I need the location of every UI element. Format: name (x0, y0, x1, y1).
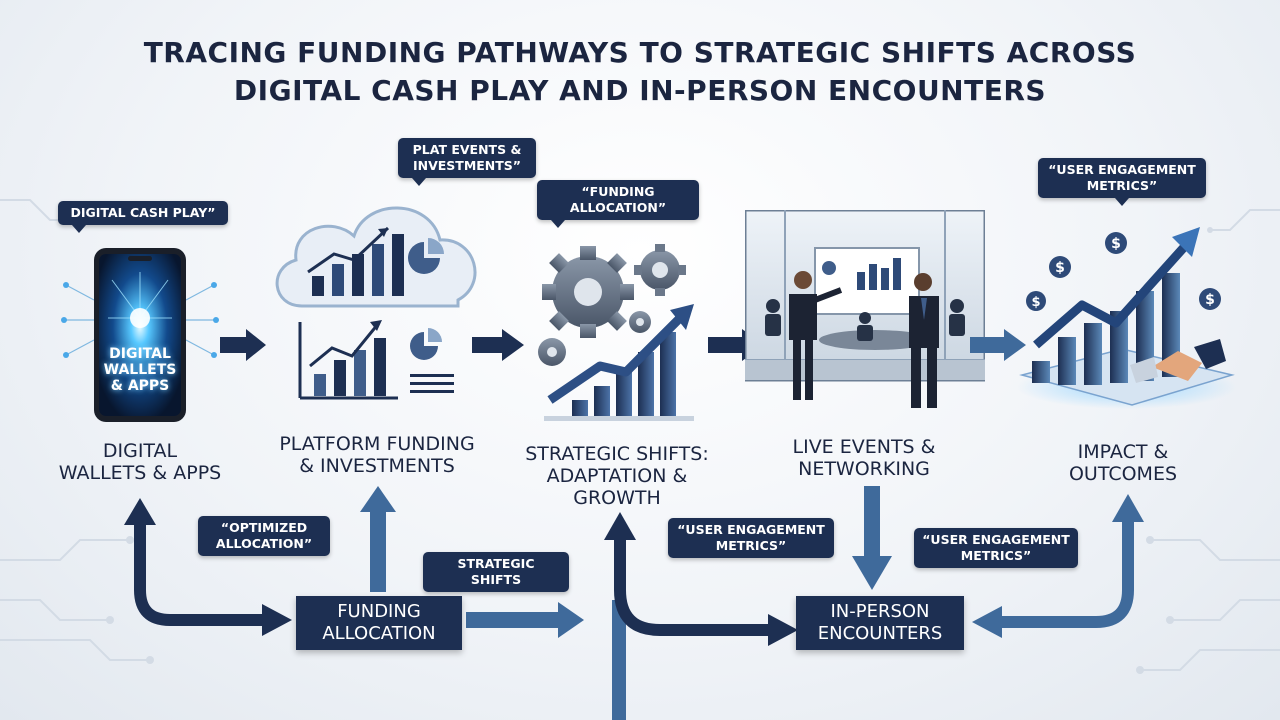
stage-label-live-line2: NETWORKING (798, 458, 930, 480)
flow-arrow-4 (970, 329, 1026, 361)
digital-cash-play-text: DIGITAL CASH PLAY” (70, 205, 216, 220)
growth-chart-icon: $ $ $ $ (1017, 227, 1237, 409)
user-engagement-top-bubble: “USER ENGAGEMENT METRICS” (1038, 158, 1206, 206)
arrow-right-to-funding (262, 604, 292, 636)
arrow-up-to-impact (1112, 494, 1144, 522)
dollar-symbol-1: $ (1055, 260, 1065, 276)
stage-label-platform-funding: PLATFORM FUNDING & INVESTMENTS (262, 433, 492, 477)
stage-label-live-events: LIVE EVENTS & NETWORKING (764, 436, 964, 480)
stage-label-impact-line1: IMPACT & (1077, 441, 1169, 463)
dollar-symbol-2: $ (1111, 236, 1121, 252)
stage-label-strategic-line2: ADAPTATION & (546, 465, 688, 487)
stage-label-live-line1: LIVE EVENTS & (792, 436, 936, 458)
funding-allocation-line2: ALLOCATION” (569, 200, 667, 215)
funding-allocation-line1: “FUNDING (581, 184, 655, 199)
cloud-chart-icon (275, 206, 477, 400)
dollar-symbol-4: $ (1031, 295, 1040, 310)
small-gear-icon (634, 244, 686, 296)
stage-label-strategic-shifts: STRATEGIC SHIFTS: ADAPTATION & GROWTH (512, 443, 722, 509)
funding-allocation-bubble: “FUNDING ALLOCATION” (537, 180, 699, 228)
meeting-room-illustration (745, 210, 985, 408)
digital-cash-play-bubble: DIGITAL CASH PLAY” (58, 201, 228, 233)
stage-label-impact-line2: OUTCOMES (1068, 463, 1178, 485)
funding-allocation-box-line1: FUNDING (337, 601, 421, 622)
strategic-shifts-tag: STRATEGIC SHIFTS (423, 552, 569, 592)
user-engagement-left-bubble: “USER ENGAGEMENT METRICS” (668, 518, 834, 558)
strategic-shifts-tag-text: STRATEGIC SHIFTS (457, 556, 535, 587)
presenter-man-icon (909, 273, 939, 408)
in-person-box-line2: ENCOUNTERS (817, 623, 943, 644)
user-engagement-right-line2: METRICS” (960, 548, 1032, 563)
plat-events-bubble: PLAT EVENTS & INVESTMENTS” (398, 138, 536, 186)
plat-events-line1: PLAT EVENTS & (412, 142, 522, 157)
optimized-allocation-bubble: “OPTIMIZED ALLOCATION” (198, 516, 330, 556)
stage-label-digital-line1: DIGITAL (102, 440, 178, 462)
title-line-2: DIGITAL CASH PLAY AND IN-PERSON ENCOUNTE… (233, 74, 1047, 107)
in-person-encounters-box: IN-PERSON ENCOUNTERS (796, 596, 964, 650)
title-line-1: TRACING FUNDING PATHWAYS TO STRATEGIC SH… (143, 36, 1137, 69)
arrow-left-to-inperson (972, 606, 1002, 638)
funding-allocation-box-line2: ALLOCATION (322, 623, 436, 644)
user-engagement-left-line2: METRICS” (715, 538, 787, 553)
handshake-icon (1130, 339, 1226, 383)
smartphone-icon (61, 248, 219, 422)
stage-label-digital-wallets: DIGITAL WALLETS & APPS (50, 440, 230, 484)
page-title: TRACING FUNDING PATHWAYS TO STRATEGIC SH… (0, 34, 1280, 110)
dollar-symbol-3: $ (1205, 292, 1215, 308)
flow-arrow-1 (220, 329, 266, 361)
in-person-box-line1: IN-PERSON (830, 601, 930, 622)
arrow-down-to-inperson (852, 556, 892, 590)
tiny-gear-icon (538, 311, 651, 366)
user-engagement-right-line1: “USER ENGAGEMENT (922, 532, 1070, 547)
optimized-allocation-line1: “OPTIMIZED (220, 520, 308, 535)
phone-screen-text: DIGITAL WALLETS & APPS (103, 346, 177, 394)
user-engagement-top-line1: “USER ENGAGEMENT (1048, 162, 1196, 177)
arrow-right-strategic (558, 602, 584, 638)
stage-label-impact: IMPACT & OUTCOMES (1038, 441, 1208, 485)
plat-events-line2: INVESTMENTS” (412, 158, 522, 173)
user-engagement-right-bubble: “USER ENGAGEMENT METRICS” (914, 528, 1078, 568)
arrow-up-to-strategic (604, 512, 636, 540)
stage-label-strategic-line3: GROWTH (573, 487, 661, 509)
stage-label-strategic-line1: STRATEGIC SHIFTS: (525, 443, 709, 465)
arrow-up-to-platform (360, 486, 396, 512)
dollar-coin-icon (1026, 232, 1221, 311)
user-engagement-top-line2: METRICS” (1086, 178, 1158, 193)
optimized-allocation-line2: ALLOCATION” (215, 536, 313, 551)
flow-arrow-2 (472, 329, 524, 361)
arrow-up-to-digital (124, 498, 156, 525)
stage-label-platform-line2: & INVESTMENTS (299, 455, 455, 477)
user-engagement-left-line1: “USER ENGAGEMENT (677, 522, 825, 537)
gears-growth-icon (538, 244, 694, 421)
presenter-woman-icon (789, 271, 843, 400)
stage-label-platform-line1: PLATFORM FUNDING (279, 433, 475, 455)
stage-label-digital-line2: WALLETS & APPS (58, 462, 222, 484)
funding-allocation-box: FUNDING ALLOCATION (296, 596, 462, 650)
arrow-right-to-inperson (768, 614, 798, 646)
